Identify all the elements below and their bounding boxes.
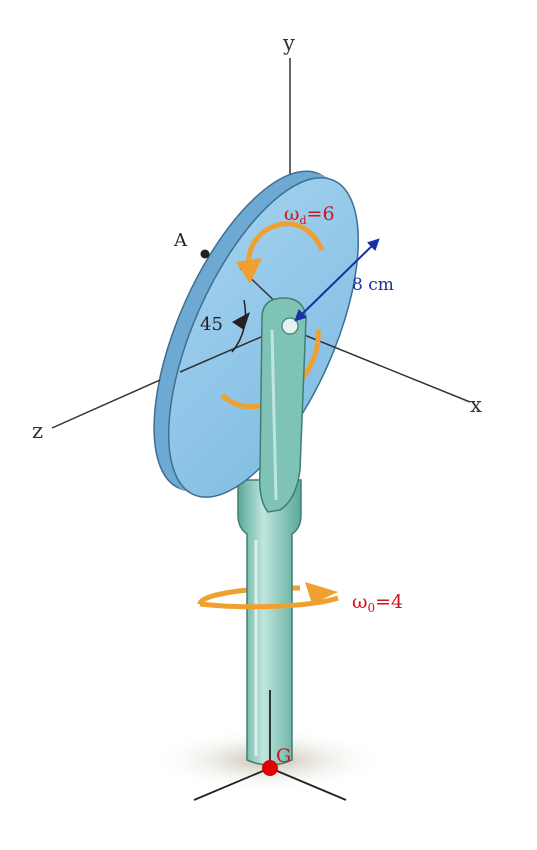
x-axis-label: x [470, 393, 482, 417]
point-g-label: G [276, 745, 291, 767]
omega-0-arrow-front [199, 595, 339, 610]
point-g-dot [262, 760, 278, 776]
angle-label: 45 [200, 314, 223, 335]
point-a-label: A [173, 230, 188, 251]
radius-label: 8 cm [352, 275, 394, 295]
omega-0-value: =4 [375, 591, 403, 613]
fork-arm [258, 297, 307, 513]
g-right-axis [269, 767, 347, 801]
z-axis-on-disk [179, 333, 269, 373]
omega-0-subscript: 0 [368, 601, 376, 615]
omega-0-arrowhead [305, 582, 338, 604]
omega-0-label: ω0=4 [352, 591, 403, 615]
omega-d-label: ωd=6 [284, 203, 335, 227]
omega-d-arrow [246, 221, 325, 271]
angle-arrowhead [232, 312, 250, 330]
radius-arrow [294, 238, 380, 322]
point-a-dot [200, 249, 210, 259]
omega-d-value: =6 [307, 203, 335, 225]
disk [153, 170, 360, 498]
omega-d-arrowhead [236, 258, 262, 284]
z-axis-label: z [32, 419, 43, 443]
omega-d-subscript: d [300, 214, 307, 227]
omega-0-symbol: ω [352, 591, 368, 613]
x-axis-line [291, 329, 471, 403]
z-axis-line [51, 379, 161, 429]
y-axis-label: y [282, 31, 295, 55]
omega-d-symbol: ω [284, 203, 300, 225]
g-left-axis [193, 767, 271, 801]
